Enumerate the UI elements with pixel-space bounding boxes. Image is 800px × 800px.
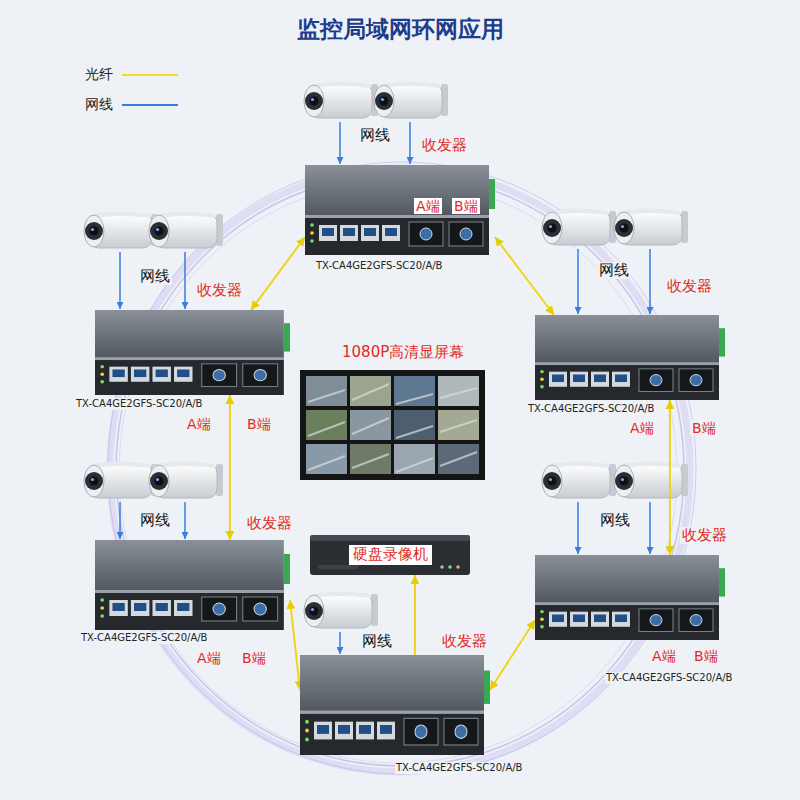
dev-illustration — [300, 655, 490, 755]
port-label: B端 — [692, 648, 720, 664]
port-label: B端 — [452, 198, 480, 214]
node-heading: 收发器 — [440, 633, 489, 650]
fiber-link — [229, 395, 231, 540]
node-heading: 收发器 — [665, 278, 714, 295]
node-heading: 1080P高清显屏幕 — [340, 344, 466, 361]
legend-samples — [122, 75, 178, 105]
cable-label: 网线 — [598, 512, 632, 529]
model-number: TX-CA4GE2GFS-SC20/A/B — [527, 403, 655, 415]
display-monitor: 1080P高清显屏幕 — [300, 370, 485, 480]
model-number: TX-CA4GE2GFS-SC20/A/B — [605, 672, 733, 684]
fiber-link — [495, 237, 554, 315]
video-recorder: 硬盘录像机 — [310, 535, 470, 575]
node-heading: 收发器 — [680, 527, 729, 544]
model-number: TX-CA4GE2GFS-SC20/A/B — [75, 398, 203, 410]
model-number: TX-CA4GE2GFS-SC20/A/B — [80, 632, 208, 644]
dev-illustration — [535, 555, 725, 640]
model-number: TX-CA4GE2GFS-SC20/A/B — [315, 260, 443, 272]
fiber-link — [414, 575, 416, 655]
port-label: A端 — [628, 420, 656, 436]
model-number: TX-CA4GE2GFS-SC20/A/B — [395, 762, 523, 774]
screen-illustration — [300, 370, 485, 480]
port-label: A端 — [185, 416, 213, 432]
dev-illustration — [535, 315, 725, 400]
diagram-title: 监控局域网环网应用 — [0, 16, 800, 42]
transceiver-switch: 收发器TX-CA4GE2GFS-SC20/A/B — [535, 315, 725, 400]
node-heading: 收发器 — [420, 137, 469, 154]
transceiver-switch: 收发器TX-CA4GE2GFS-SC20/A/B — [300, 655, 490, 755]
port-label: B端 — [690, 420, 718, 436]
transceiver-switch: 收发器TX-CA4GE2GFS-SC20/A/B — [95, 310, 290, 395]
fiber-link — [290, 600, 300, 690]
cable-label: 网线 — [138, 268, 172, 285]
port-label: A端 — [650, 648, 678, 664]
transceiver-switch: 收发器TX-CA4GE2GFS-SC20/A/B — [535, 555, 725, 640]
port-label: B端 — [245, 416, 273, 432]
fiber-link — [669, 400, 671, 555]
legend-text: 光纤 — [85, 66, 113, 82]
cable-label: 网线 — [138, 512, 172, 529]
fiber-link — [490, 620, 535, 690]
dev-illustration — [95, 310, 290, 395]
port-label: B端 — [240, 650, 268, 666]
legend-text: 网线 — [85, 96, 113, 112]
node-heading: 收发器 — [195, 282, 244, 299]
fiber-link — [251, 237, 305, 310]
node-heading: 收发器 — [245, 515, 294, 532]
cable-label: 网线 — [358, 127, 392, 144]
port-label: A端 — [195, 650, 223, 666]
transceiver-switch: 收发器TX-CA4GE2GFS-SC20/A/B — [95, 540, 290, 630]
cable-label: 网线 — [360, 633, 394, 650]
port-label: A端 — [414, 198, 442, 214]
device-name: 硬盘录像机 — [349, 545, 432, 564]
dev-illustration — [95, 540, 290, 630]
cable-label: 网线 — [597, 262, 631, 279]
